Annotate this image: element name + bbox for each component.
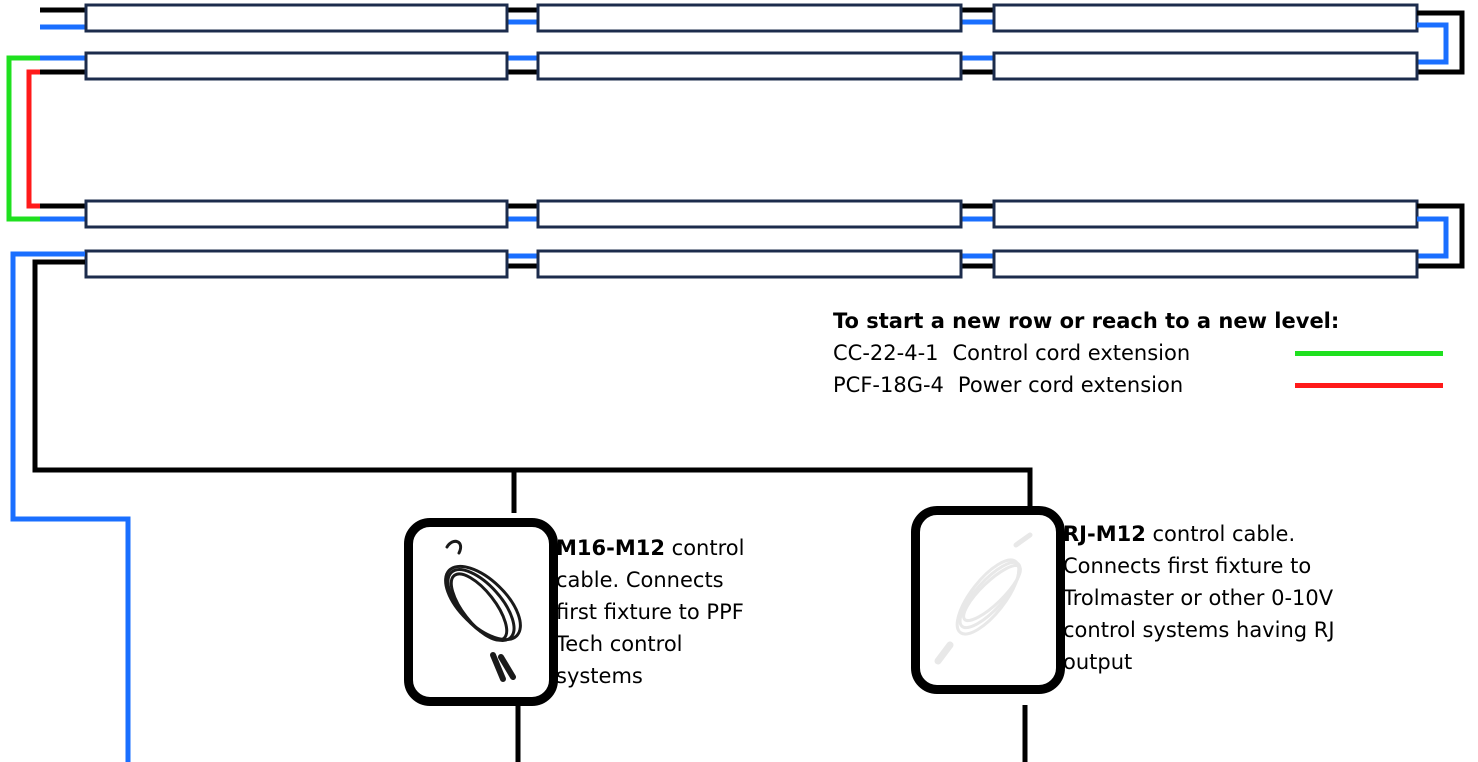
- control-line-to-cables: [32, 259, 1033, 513]
- led-fixture: [536, 199, 963, 229]
- cable-coil-icon: [444, 539, 522, 682]
- fixture-row-3: [40, 199, 1419, 229]
- led-fixture: [536, 249, 963, 279]
- led-fixture: [992, 199, 1419, 229]
- caption-line: control systems having RJ: [1063, 618, 1335, 642]
- legend-code: PCF-18G-4: [833, 373, 944, 397]
- power-wire-loop: [1417, 203, 1465, 269]
- caption-line: Trolmaster or other 0-10V: [1063, 586, 1334, 610]
- legend-title: To start a new row or reach to a new lev…: [833, 309, 1340, 333]
- legend-code: CC-22-4-1: [833, 341, 939, 365]
- caption-line: systems: [556, 664, 643, 688]
- caption-line: first fixture to PPF: [556, 600, 744, 624]
- led-fixture: [536, 51, 963, 81]
- control-cord-extension: [6, 55, 40, 222]
- legend-item-control-cord: CC-22-4-1 Control cord extension: [833, 337, 1473, 369]
- led-fixture: [84, 199, 509, 229]
- caption-line: Tech control: [556, 632, 683, 656]
- caption-line: output: [1063, 650, 1133, 674]
- led-fixture: [536, 3, 963, 33]
- control-wire-loop: [1417, 22, 1449, 65]
- caption-line: RJ-M12 control cable.: [1063, 518, 1335, 550]
- cable-name: RJ-M12: [1063, 522, 1146, 546]
- led-fixture: [992, 51, 1419, 81]
- power-wire-loop: [1417, 10, 1465, 75]
- fixture-row-4: [84, 249, 1419, 279]
- legend-swatch-green: [1295, 351, 1443, 356]
- legend-description: Control cord extension: [952, 341, 1191, 365]
- rj-m12-caption: RJ-M12 control cable. Connects first fix…: [1063, 518, 1335, 678]
- cable-coil-icon: [934, 532, 1033, 665]
- led-fixture: [992, 249, 1419, 279]
- rj-m12-cable-image: [911, 506, 1065, 694]
- legend-item-power-cord: PCF-18G-4 Power cord extension: [833, 369, 1473, 401]
- caption-line: Connects first fixture to: [1063, 554, 1312, 578]
- caption-line: cable. Connects: [556, 568, 724, 592]
- legend-swatch-red: [1295, 383, 1443, 388]
- led-fixture: [84, 3, 509, 33]
- led-fixture: [992, 3, 1419, 33]
- caption-text: control cable.: [1145, 522, 1296, 546]
- legend-description: Power cord extension: [957, 373, 1184, 397]
- control-line-to-controller: [10, 251, 131, 762]
- cable-name: M16-M12: [556, 536, 665, 560]
- legend: To start a new row or reach to a new lev…: [833, 306, 1473, 401]
- caption-line: M16-M12 control: [556, 532, 744, 564]
- power-cord-extension: [26, 69, 40, 209]
- led-fixture: [84, 51, 509, 81]
- led-fixture: [84, 249, 509, 279]
- fixture-row-2: [40, 51, 1419, 81]
- fixture-row-1: [40, 3, 1419, 33]
- m16-m12-cable-image: [404, 518, 558, 706]
- control-wire-loop: [1417, 216, 1449, 259]
- m16-m12-caption: M16-M12 control cable. Connects first fi…: [556, 532, 744, 692]
- caption-text: control: [664, 536, 745, 560]
